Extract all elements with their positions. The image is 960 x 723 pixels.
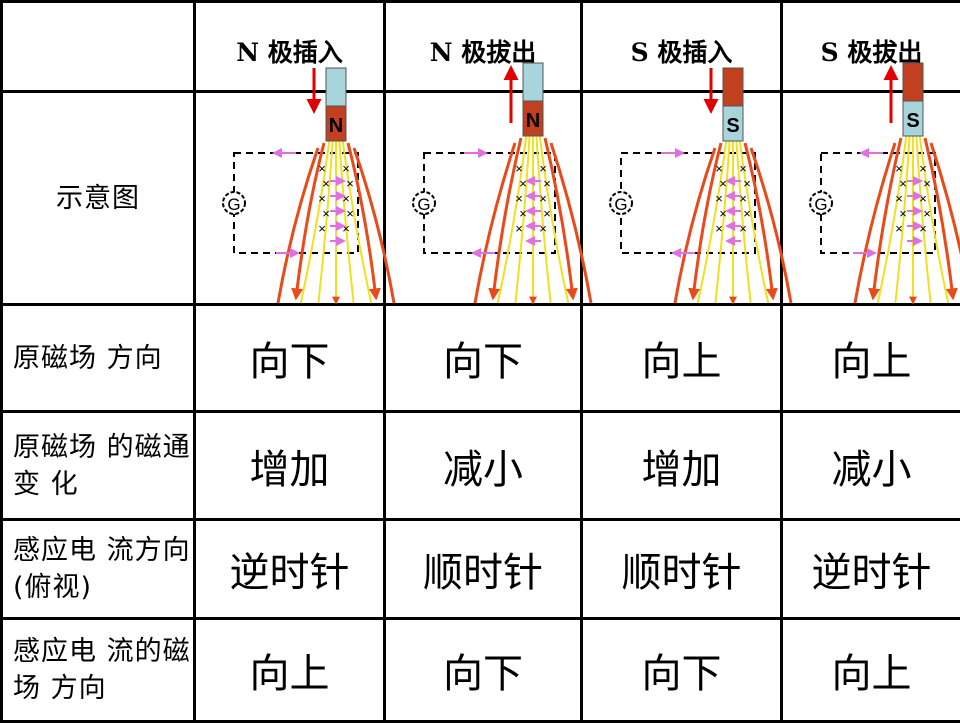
diagram-cell-1: G××××××××××N bbox=[195, 92, 385, 305]
diagram-3: G××××××××××S bbox=[583, 93, 783, 306]
corner-cell bbox=[2, 2, 195, 92]
row-field-direction: 原磁场 方向 向下 向下 向上 向上 bbox=[2, 305, 960, 412]
current-direction-value: 顺时针 bbox=[385, 520, 582, 619]
cross-mark: × bbox=[919, 221, 927, 236]
diagram-1: G××××××××××N bbox=[196, 93, 386, 306]
cross-mark: × bbox=[543, 176, 551, 191]
cross-mark: × bbox=[715, 221, 723, 236]
cross-mark: × bbox=[743, 176, 751, 191]
diagram-cell-2: G××××××××××N bbox=[385, 92, 582, 305]
flux-change-value: 减小 bbox=[385, 412, 582, 520]
magnet-pole-label: S bbox=[906, 110, 919, 132]
diagram-2: G××××××××××N bbox=[386, 93, 583, 306]
circuit-loop bbox=[234, 153, 358, 253]
cross-mark: × bbox=[923, 176, 931, 191]
cross-mark: × bbox=[739, 191, 747, 206]
magnet-pole-label: N bbox=[526, 110, 540, 132]
diagram-row: 示意图 G××××××××××N G××××××××××N G×××××××××… bbox=[2, 92, 960, 305]
cross-mark: × bbox=[346, 206, 354, 221]
galvanometer-label: G bbox=[417, 195, 430, 214]
diagram-cell-4: G××××××××××S bbox=[782, 92, 960, 305]
induced-field-value: 向下 bbox=[385, 619, 582, 722]
cross-mark: × bbox=[515, 161, 523, 176]
row-current-direction: 感应电 流方向(俯视) 逆时针 顺时针 顺时针 逆时针 bbox=[2, 520, 960, 619]
cross-mark: × bbox=[322, 176, 330, 191]
cross-mark: × bbox=[539, 221, 547, 236]
cross-mark: × bbox=[739, 161, 747, 176]
induced-field-value: 向上 bbox=[195, 619, 385, 722]
field-direction-value: 向上 bbox=[582, 305, 782, 412]
cross-mark: × bbox=[899, 206, 907, 221]
header-n-withdraw: N 极拔出 bbox=[385, 2, 582, 92]
header-row: N 极插入 N 极拔出 S 极插入 S 极拔出 bbox=[2, 2, 960, 92]
cross-mark: × bbox=[539, 161, 547, 176]
header-s-withdraw: S 极拔出 bbox=[782, 2, 960, 92]
cross-mark: × bbox=[543, 206, 551, 221]
cross-mark: × bbox=[919, 191, 927, 206]
field-direction-value: 向下 bbox=[385, 305, 582, 412]
magnet-top bbox=[326, 68, 346, 106]
galvanometer-label: G bbox=[814, 195, 827, 214]
flux-change-value: 增加 bbox=[195, 412, 385, 520]
cross-mark: × bbox=[346, 176, 354, 191]
cross-mark: × bbox=[739, 221, 747, 236]
induced-field-value: 向下 bbox=[582, 619, 782, 722]
magnet-top bbox=[903, 63, 923, 101]
row-flux-change: 原磁场 的磁通变 化 增加 减小 增加 减小 bbox=[2, 412, 960, 520]
cross-mark: × bbox=[895, 221, 903, 236]
diagram-cell-3: G××××××××××S bbox=[582, 92, 782, 305]
cross-mark: × bbox=[919, 161, 927, 176]
cross-mark: × bbox=[515, 221, 523, 236]
cross-mark: × bbox=[519, 176, 527, 191]
current-direction-value: 逆时针 bbox=[782, 520, 960, 619]
cross-mark: × bbox=[342, 161, 350, 176]
row-induced-field: 感应电 流的磁场 方向 向上 向下 向下 向上 bbox=[2, 619, 960, 722]
row-label-induced-field: 感应电 流的磁场 方向 bbox=[2, 619, 195, 722]
cross-mark: × bbox=[715, 191, 723, 206]
cross-mark: × bbox=[342, 191, 350, 206]
cross-mark: × bbox=[318, 191, 326, 206]
current-direction-value: 顺时针 bbox=[582, 520, 782, 619]
row-label-current-direction: 感应电 流方向(俯视) bbox=[2, 520, 195, 619]
header-n-insert: N 极插入 bbox=[195, 2, 385, 92]
field-direction-value: 向上 bbox=[782, 305, 960, 412]
current-direction-value: 逆时针 bbox=[195, 520, 385, 619]
row-label-field-direction: 原磁场 方向 bbox=[2, 305, 195, 412]
flux-change-value: 增加 bbox=[582, 412, 782, 520]
cross-mark: × bbox=[322, 206, 330, 221]
induced-field-value: 向上 bbox=[782, 619, 960, 722]
cross-mark: × bbox=[719, 206, 727, 221]
magnet-pole-label: N bbox=[329, 115, 343, 137]
row-label-flux-change: 原磁场 的磁通变 化 bbox=[2, 412, 195, 520]
cross-mark: × bbox=[515, 191, 523, 206]
cross-mark: × bbox=[719, 176, 727, 191]
cross-mark: × bbox=[318, 221, 326, 236]
magnet-pole-label: S bbox=[726, 115, 739, 137]
flux-change-value: 减小 bbox=[782, 412, 960, 520]
cross-mark: × bbox=[519, 206, 527, 221]
row-label-diagram: 示意图 bbox=[2, 92, 195, 305]
field-direction-value: 向下 bbox=[195, 305, 385, 412]
cross-mark: × bbox=[715, 161, 723, 176]
cross-mark: × bbox=[743, 206, 751, 221]
header-s-insert: S 极插入 bbox=[582, 2, 782, 92]
galvanometer-label: G bbox=[614, 195, 627, 214]
diagram-4: G××××××××××S bbox=[783, 93, 960, 306]
cross-mark: × bbox=[539, 191, 547, 206]
cross-mark: × bbox=[342, 221, 350, 236]
cross-mark: × bbox=[895, 191, 903, 206]
cross-mark: × bbox=[899, 176, 907, 191]
magnet-top bbox=[523, 63, 543, 101]
cross-mark: × bbox=[895, 161, 903, 176]
cross-mark: × bbox=[923, 206, 931, 221]
galvanometer-label: G bbox=[227, 195, 240, 214]
cross-mark: × bbox=[318, 161, 326, 176]
magnet-top bbox=[723, 68, 743, 106]
